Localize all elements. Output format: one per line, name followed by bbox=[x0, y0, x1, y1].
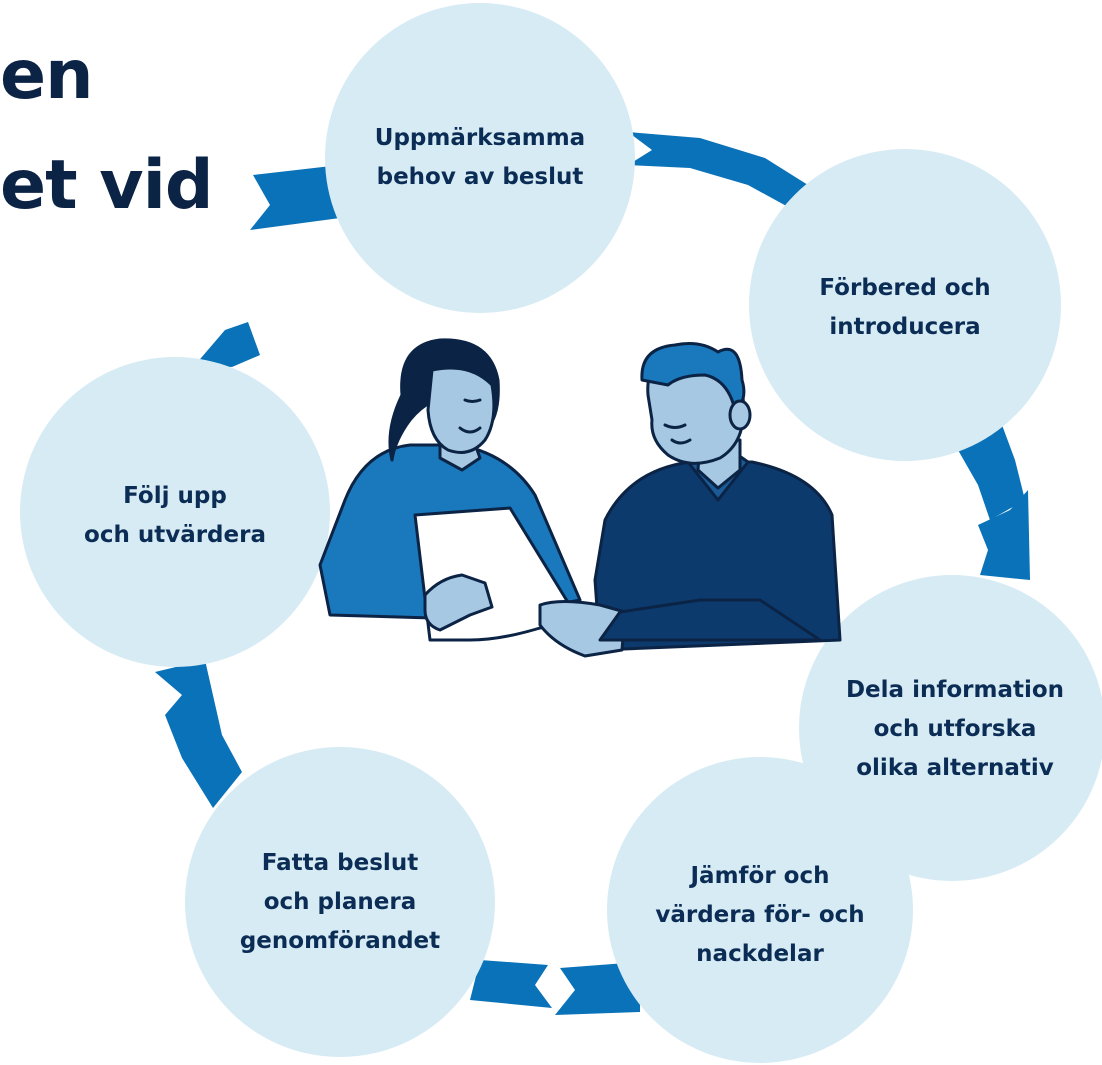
man-hair bbox=[640, 342, 746, 412]
step-decide-label: Fatta beslut och planera genomförandet bbox=[239, 849, 441, 954]
cycle-arrow-icon bbox=[628, 132, 808, 208]
page-title-line-1: en bbox=[0, 36, 94, 115]
cycle-arrow-icon bbox=[470, 960, 552, 1008]
step-prepare-label: Förbered och introducera bbox=[819, 275, 991, 340]
step-compare-label: Jämför och värdera för- och nackdelar bbox=[655, 862, 865, 967]
cycle-arrows bbox=[155, 132, 1030, 1015]
cycle-arrow-icon bbox=[195, 322, 260, 367]
woman-head bbox=[426, 366, 496, 454]
step-follow: Följ upp och utvärdera bbox=[30, 458, 320, 574]
woman-hand bbox=[423, 573, 494, 632]
circle-follow bbox=[20, 357, 330, 667]
circle-share bbox=[799, 575, 1102, 881]
page-title-line-2: et vid bbox=[0, 146, 214, 225]
circle-decide bbox=[185, 747, 495, 1057]
cycle-arrow-icon bbox=[978, 490, 1030, 580]
circle-notice bbox=[325, 3, 635, 313]
step-compare: Jämför och värdera för- och nackdelar bbox=[610, 848, 910, 982]
step-follow-label: Följ upp och utvärdera bbox=[84, 483, 266, 548]
cycle-arrow-icon bbox=[555, 962, 640, 1015]
step-prepare: Förbered och introducera bbox=[760, 250, 1050, 366]
cycle-arrow-icon bbox=[155, 660, 242, 808]
step-notice: Uppmärksamma behov av beslut bbox=[330, 100, 630, 216]
people-discussing-illustration bbox=[318, 338, 842, 658]
step-notice-label: Uppmärksamma behov av beslut bbox=[374, 125, 586, 190]
cycle-arrow-icon bbox=[250, 165, 340, 230]
step-share: Dela information och utforska olika alte… bbox=[810, 662, 1100, 796]
man-arm bbox=[598, 598, 822, 642]
man-hand bbox=[538, 600, 627, 658]
man-ear bbox=[728, 399, 752, 431]
cycle-arrow-icon bbox=[958, 425, 1025, 520]
step-share-label: Dela information och utforska olika alte… bbox=[845, 676, 1065, 781]
circle-compare bbox=[607, 757, 913, 1063]
step-circles bbox=[20, 3, 1102, 1063]
man-torso bbox=[593, 460, 842, 652]
step-decide: Fatta beslut och planera genomförandet bbox=[185, 835, 495, 969]
circle-prepare bbox=[749, 149, 1061, 461]
